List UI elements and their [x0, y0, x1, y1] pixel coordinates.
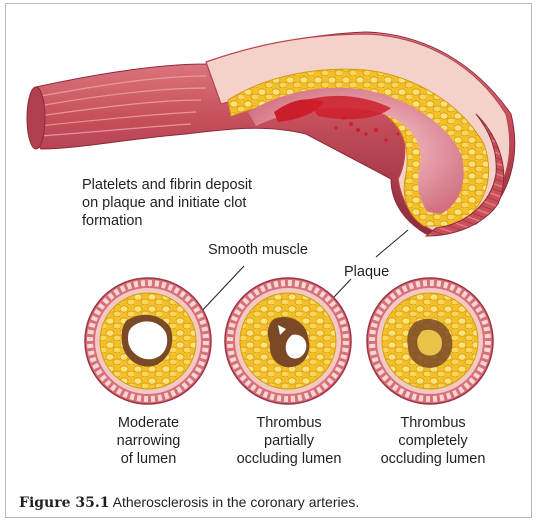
- cross-section-caption-partial: Thrombus partially occluding lumen: [224, 414, 354, 468]
- cross-section-caption-complete: Thrombus completely occluding lumen: [363, 414, 503, 468]
- platelets-label: Platelets and fibrin deposit on plaque a…: [82, 176, 282, 230]
- figure-caption-text: Atherosclerosis in the coronary arteries…: [113, 494, 360, 510]
- smooth-muscle-label: Smooth muscle: [208, 241, 308, 259]
- cross-section-caption-moderate: Moderate narrowing of lumen: [81, 414, 216, 468]
- cross-section-moderate: [85, 278, 211, 404]
- cross-section-partial: [225, 278, 351, 404]
- plaque-label: Plaque: [344, 263, 389, 281]
- figure-caption: Figure 35.1 Atherosclerosis in the coron…: [19, 494, 359, 511]
- cross-section-complete: [367, 278, 493, 404]
- figure-number: Figure 35.1: [19, 495, 109, 511]
- figure-frame: Platelets and fibrin deposit on plaque a…: [5, 3, 532, 518]
- plaque-leader-top: [376, 230, 408, 257]
